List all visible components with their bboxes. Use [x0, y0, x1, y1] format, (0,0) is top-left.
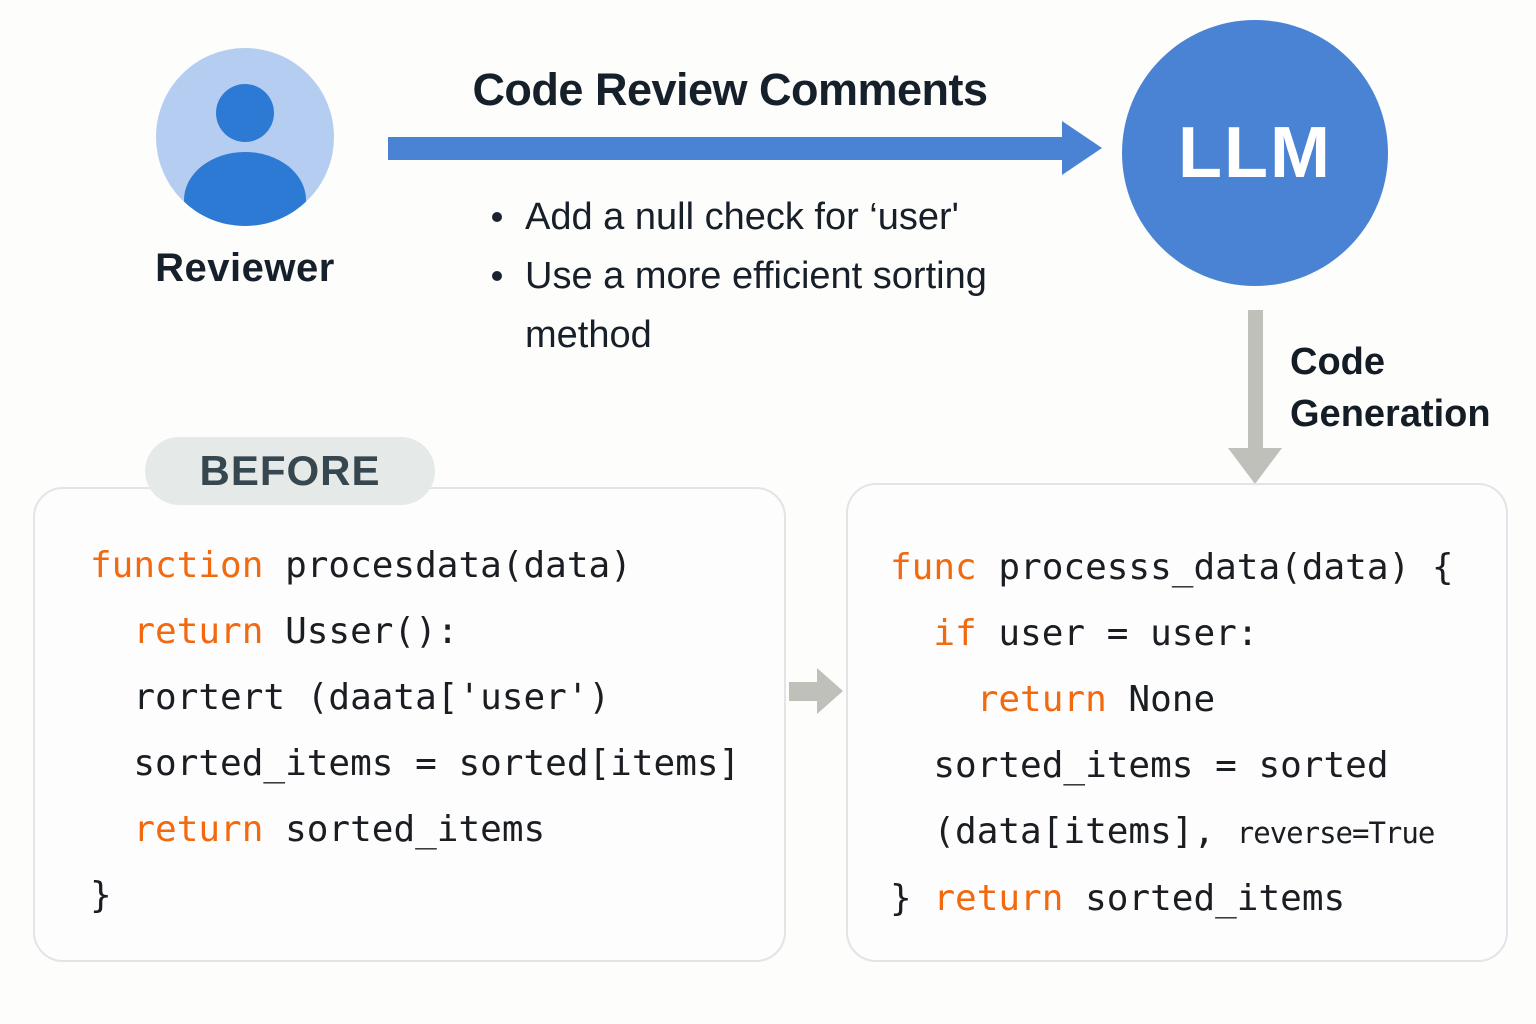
llm-label: LLM [1178, 113, 1332, 193]
code-text [90, 611, 133, 652]
code-keyword: func [890, 547, 977, 588]
code-text [90, 809, 133, 850]
code-text [890, 613, 933, 654]
code-text: sorted_items [263, 809, 546, 850]
transform-arrow-shaft [789, 682, 819, 701]
reviewer-label: Reviewer [155, 246, 335, 290]
bullet-dot-icon [492, 212, 502, 222]
code-text [890, 679, 977, 720]
code-line: function procesdata(data) [90, 533, 780, 599]
down-arrow-icon [1228, 448, 1282, 484]
code-text: sorted_items [1063, 878, 1346, 919]
reviewer-avatar [156, 48, 334, 226]
code-line: return None [890, 667, 1502, 733]
down-arrow-shaft [1248, 310, 1263, 450]
code-text: sorted_items = sorted [890, 745, 1389, 786]
bullet-dot-icon [492, 271, 502, 281]
code-keyword: return [933, 878, 1064, 919]
code-text: } [890, 878, 934, 919]
bullet-text: method [525, 314, 652, 356]
code-text: (data[items], [890, 811, 1237, 852]
code-line: } return sorted_items [890, 866, 1502, 932]
bullet-item: Add a null check for ‘user' [492, 188, 1132, 247]
code-line: (data[items], reverse=True [890, 799, 1502, 866]
bullet-item: method [492, 306, 1132, 365]
right-arrow-shaft [388, 137, 1064, 160]
code-line: rortert (daata['user') [90, 665, 780, 731]
transform-arrow-icon [817, 668, 843, 714]
code-line: return sorted_items [90, 797, 780, 863]
code-text: user = user: [976, 613, 1259, 654]
before-badge: BEFORE [145, 437, 435, 505]
person-head-icon [216, 84, 274, 142]
bullet-item: Use a more efficient sorting [492, 247, 1132, 306]
code-line: if user = user: [890, 601, 1502, 667]
code-line: sorted_items = sorted [890, 733, 1502, 799]
comment-bullet-list: Add a null check for ‘user' Use a more ef… [492, 188, 1132, 365]
code-text: procesdata(data) [263, 545, 632, 586]
code-text: } [90, 875, 112, 916]
code-generation-label-line: Generation [1290, 393, 1491, 435]
code-keyword: return [976, 679, 1107, 720]
code-keyword: function [90, 545, 264, 586]
code-line: func processs_data(data) { [890, 535, 1502, 601]
code-keyword: return [133, 611, 264, 652]
code-line: } [90, 863, 780, 929]
code-line: return Usser(): [90, 599, 780, 665]
before-code-panel: function procesdata(data) return Usser()… [33, 487, 786, 962]
code-text: processs_data(data) { [976, 547, 1454, 588]
llm-node: LLM [1122, 20, 1388, 286]
bullet-text: Add a null check for ‘user' [525, 196, 959, 238]
code-generation-label-line: Code [1290, 341, 1385, 383]
code-text: Usser(): [263, 611, 459, 652]
code-text: sorted_items = sorted[items] [90, 743, 741, 784]
code-line: sorted_items = sorted[items] [90, 731, 780, 797]
code-text: rortert (daata['user') [90, 677, 611, 718]
code-review-comments-title: Code Review Comments [472, 64, 988, 115]
code-text: reverse=True [1236, 816, 1436, 850]
code-keyword: return [133, 809, 264, 850]
person-body-icon [184, 152, 306, 226]
code-keyword: if [933, 613, 977, 654]
code-text: None [1106, 679, 1216, 720]
bullet-text: Use a more efficient sorting [525, 255, 987, 297]
generated-code-panel: func processs_data(data) { if user = use… [846, 483, 1508, 962]
right-arrow-icon [1062, 121, 1102, 175]
